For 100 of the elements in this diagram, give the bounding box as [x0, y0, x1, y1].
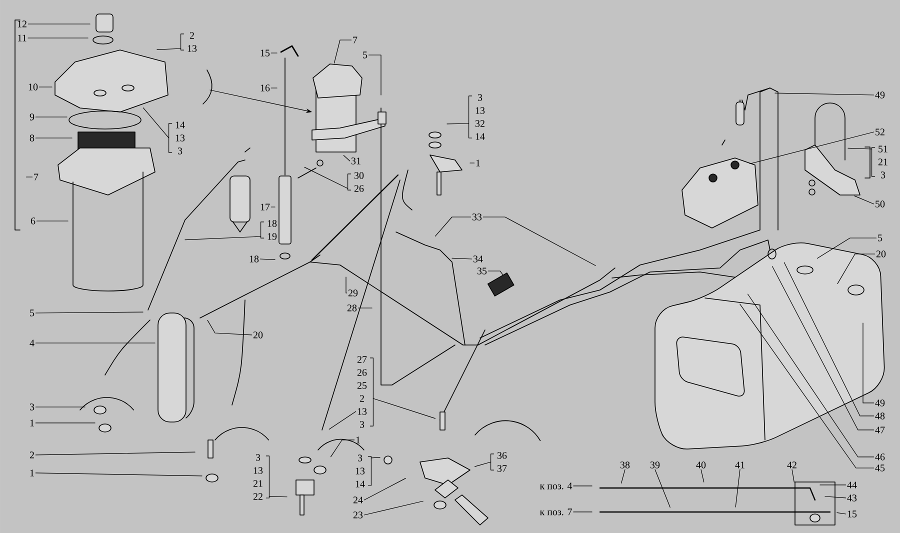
callout-group: 3 13 21 22: [253, 454, 263, 500]
leader-line: [837, 254, 876, 284]
leader-line: [207, 320, 252, 336]
callout-number: 3: [30, 404, 34, 410]
callout-number: 1: [30, 470, 34, 476]
leader-line: [748, 294, 874, 458]
callout-number: 1: [356, 436, 360, 444]
leader-line: [368, 54, 382, 96]
callout-number: 44: [847, 482, 857, 488]
callout-number: 41: [735, 462, 744, 468]
callout-group: 51 21 3: [878, 146, 888, 178]
callout-number: 5: [878, 234, 882, 242]
callout-number: 11: [18, 34, 26, 42]
callout-group: 18 19: [268, 220, 277, 240]
leader-line: [330, 440, 355, 458]
callout-number: 1: [476, 160, 480, 166]
callout-number: 9: [30, 114, 34, 120]
leader-line: [772, 266, 874, 430]
callout-number: 17: [260, 204, 270, 210]
leader-line: [35, 472, 202, 476]
leader-line: [343, 155, 350, 162]
callout-group: 2 13: [188, 32, 197, 52]
callout-number: 24: [353, 496, 363, 504]
leader-line: [35, 406, 86, 408]
callout-number: к поз. 7: [540, 508, 572, 516]
callout-number: 52: [876, 128, 884, 136]
callout-number: 48: [875, 412, 885, 420]
leader-line: [784, 262, 874, 416]
callout-group: 30 26: [354, 172, 364, 192]
leader-line: [735, 469, 740, 508]
leader-line: [774, 92, 874, 96]
leader-line: [35, 312, 144, 314]
callout-group: 14 13 3: [176, 122, 185, 154]
leader-line: [268, 496, 288, 498]
leader-line: [470, 162, 475, 164]
leader-line: [270, 206, 276, 208]
leader-line: [836, 512, 846, 514]
callout-number: 18: [250, 256, 259, 262]
leader-line: [621, 469, 626, 484]
callout-number: 12: [18, 20, 26, 28]
leader-line: [816, 238, 877, 259]
callout-number: 1: [30, 420, 34, 426]
leader-line: [820, 484, 846, 486]
leader-line: [434, 216, 472, 237]
callout-number: 31: [352, 158, 360, 164]
leader-line: [750, 132, 874, 164]
callout-number: 2: [30, 452, 34, 458]
leader-line: [862, 322, 874, 404]
leader-line: [824, 496, 846, 498]
callout-number: 34: [474, 256, 483, 262]
leader-line: [854, 196, 874, 204]
leader-line: [328, 411, 356, 430]
callout-number: 15: [260, 50, 270, 56]
leader-line: [654, 469, 670, 508]
leader-line: [364, 500, 424, 516]
leader-line: [260, 258, 276, 260]
leader-line: [334, 40, 352, 64]
leader-line: [488, 270, 504, 276]
leader-line: [38, 86, 52, 88]
callout-number: 45: [875, 464, 885, 472]
leader-line: [270, 52, 278, 54]
leader-line: [446, 123, 470, 124]
callout-number: 20: [253, 332, 263, 338]
callout-number: 28: [347, 304, 357, 312]
leader-line: [452, 258, 472, 260]
callout-number: 7: [353, 36, 358, 44]
callout-number: 38: [620, 462, 630, 468]
callout-number: 35: [478, 268, 487, 274]
callout-number: 49: [875, 92, 885, 98]
leader-line: [35, 422, 96, 424]
leader-line: [156, 48, 182, 50]
callout-number: 6: [30, 218, 36, 224]
callout-number: 33: [472, 214, 482, 220]
callout-number: 7: [34, 174, 38, 180]
leader-line: [700, 469, 704, 482]
leader-line: [740, 304, 874, 468]
callout-number: 15: [848, 510, 857, 518]
leader-line: [792, 469, 794, 482]
callout-group: 3 13 14: [356, 454, 365, 488]
callout-number: 47: [875, 426, 885, 434]
leader-line: [346, 276, 348, 294]
callout-number: 23: [353, 512, 363, 518]
callout-number: 4: [30, 340, 34, 346]
leader-line: [848, 148, 872, 150]
leader-line: [304, 166, 348, 189]
callout-number: 46: [875, 454, 885, 460]
leader-line: [370, 457, 380, 458]
callout-group: 3 13 32 14: [476, 94, 485, 140]
callout-number: 8: [30, 134, 34, 142]
leader-line: [364, 478, 406, 500]
callout-number: 39: [650, 462, 660, 468]
leader-line: [35, 116, 68, 118]
callout-number: 43: [847, 494, 857, 502]
callout-group: 36 37: [498, 452, 507, 472]
callout-number: 49: [875, 400, 885, 406]
callout-number: 40: [696, 462, 706, 468]
callout-number: к поз. 4: [540, 482, 572, 490]
leader-line: [184, 236, 262, 240]
callout-number: 29: [348, 290, 358, 296]
leader-line: [35, 342, 156, 344]
